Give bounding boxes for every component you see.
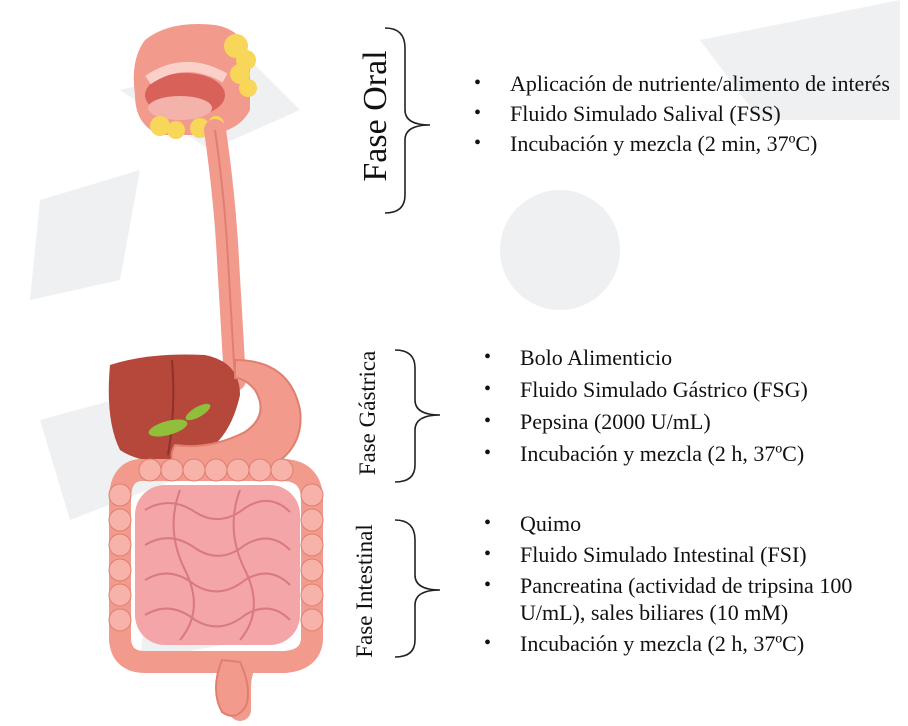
list-item-text: Fluido Simulado Intestinal (FSI) — [520, 542, 807, 567]
list-item-text: Bolo Alimenticio — [520, 345, 672, 370]
bullet-icon: • — [484, 541, 491, 568]
oral-phase-list: • Aplicación de nutriente/alimento de int… — [470, 70, 900, 160]
bullet-icon: • — [484, 408, 491, 435]
bullet-icon: • — [474, 70, 481, 97]
list-item: • Bolo Alimenticio — [480, 344, 900, 371]
bullet-icon: • — [484, 440, 491, 467]
bullet-icon: • — [484, 510, 491, 537]
phase-title-gastrica: Fase Gástrica — [353, 343, 383, 483]
list-item: • Incubación y mezcla (2 h, 37ºC) — [480, 630, 905, 657]
list-item: • Pepsina (2000 U/mL) — [480, 408, 900, 435]
list-item-text: Incubación y mezcla (2 h, 37ºC) — [520, 441, 804, 466]
list-item: • Incubación y mezcla (2 h, 37ºC) — [480, 440, 900, 467]
brace-gastrica-icon — [395, 350, 440, 482]
list-item: • Fluido Simulado Salival (FSS) — [470, 100, 900, 127]
digestive-system-icon — [0, 0, 340, 726]
bullet-icon: • — [484, 344, 491, 371]
list-item-text: Incubación y mezcla (2 min, 37ºC) — [510, 131, 817, 156]
small-intestine — [135, 485, 300, 645]
list-item-text: Quimo — [520, 511, 581, 536]
bullet-icon: • — [474, 130, 481, 157]
bullet-icon: • — [484, 376, 491, 403]
bullet-icon: • — [474, 100, 481, 127]
list-item-text: Fluido Simulado Gástrico (FSG) — [520, 377, 808, 402]
bullet-icon: • — [484, 572, 491, 599]
rectum — [216, 660, 248, 716]
intestinal-phase-list: • Quimo • Fluido Simulado Intestinal (FSI)… — [480, 510, 905, 661]
list-item: • Incubación y mezcla (2 min, 37ºC) — [470, 130, 900, 157]
phase-title-intestinal: Fase Intestinal — [350, 506, 380, 676]
phase-title-oral: Fase Oral — [356, 26, 396, 206]
list-item-text: Pancreatina (actividad de tripsina 100 U… — [520, 573, 852, 625]
list-item: • Fluido Simulado Intestinal (FSI) — [480, 541, 905, 568]
list-item: • Fluido Simulado Gástrico (FSG) — [480, 376, 900, 403]
list-item: • Aplicación de nutriente/alimento de int… — [470, 70, 900, 97]
gastric-phase-list: • Bolo Alimenticio • Fluido Simulado Gástr… — [480, 344, 900, 472]
list-item-text: Incubación y mezcla (2 h, 37ºC) — [520, 631, 804, 656]
list-item: • Quimo — [480, 510, 905, 537]
list-item-text: Fluido Simulado Salival (FSS) — [510, 101, 781, 126]
brace-intestinal-icon — [395, 520, 440, 657]
list-item-text: Pepsina (2000 U/mL) — [520, 409, 711, 434]
list-item: • Pancreatina (actividad de tripsina 100 … — [480, 572, 905, 626]
bullet-icon: • — [484, 630, 491, 657]
list-item-text: Aplicación de nutriente/alimento de inte… — [510, 71, 890, 96]
